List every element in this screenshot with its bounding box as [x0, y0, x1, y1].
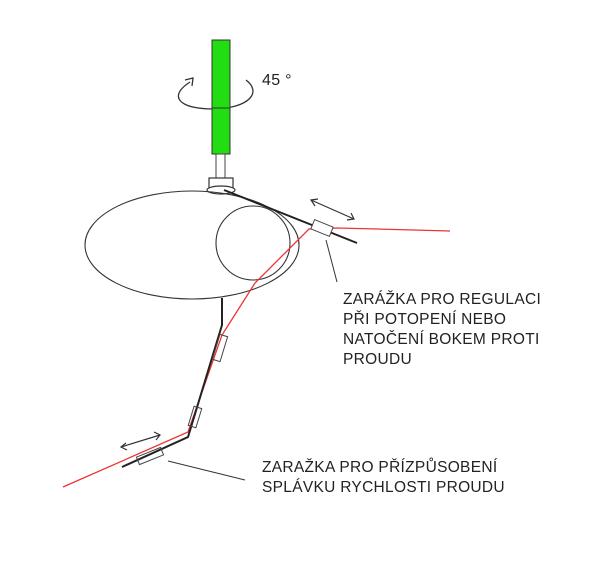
- stopper-bottom: [135, 446, 165, 466]
- adjust-arrow-bottom-icon: [119, 431, 161, 451]
- stopper-mid: [211, 333, 229, 363]
- stopper-top: [310, 218, 334, 238]
- float-body: [84, 190, 300, 300]
- rotation-angle-label: 45 °: [262, 72, 292, 89]
- label-top-stopper: ZARÁŽKA PRO REGULACI PŘI POTOPENÍ NEBO N…: [343, 290, 541, 370]
- adjust-arrow-top-icon: [309, 198, 355, 221]
- label-line: ZARAŽKA PRO PŘÍZPŮSOBENÍ: [262, 459, 498, 476]
- stopper-low: [187, 405, 203, 429]
- label-bottom-stopper: ZARAŽKA PRO PŘÍZPŮSOBENÍ SPLÁVKU RYCHLOS…: [262, 458, 505, 498]
- float-inner-circle: [215, 205, 291, 281]
- label-line: PŘI POTOPENÍ NEBO: [343, 311, 507, 328]
- upper-line: [223, 189, 358, 244]
- rod-shaft: [215, 153, 226, 180]
- label-line: PROUDU: [343, 351, 412, 368]
- label-line: ZARÁŽKA PRO REGULACI: [343, 291, 542, 308]
- antenna-rod: [211, 39, 231, 155]
- label-line: SPLÁVKU RYCHLOSTI PROUDU: [262, 479, 505, 496]
- label-line: NATOČENÍ BOKEM PROTI: [343, 331, 540, 348]
- lower-line: [121, 298, 223, 468]
- pointer-bottom: [167, 460, 246, 481]
- pointer-top: [325, 239, 338, 283]
